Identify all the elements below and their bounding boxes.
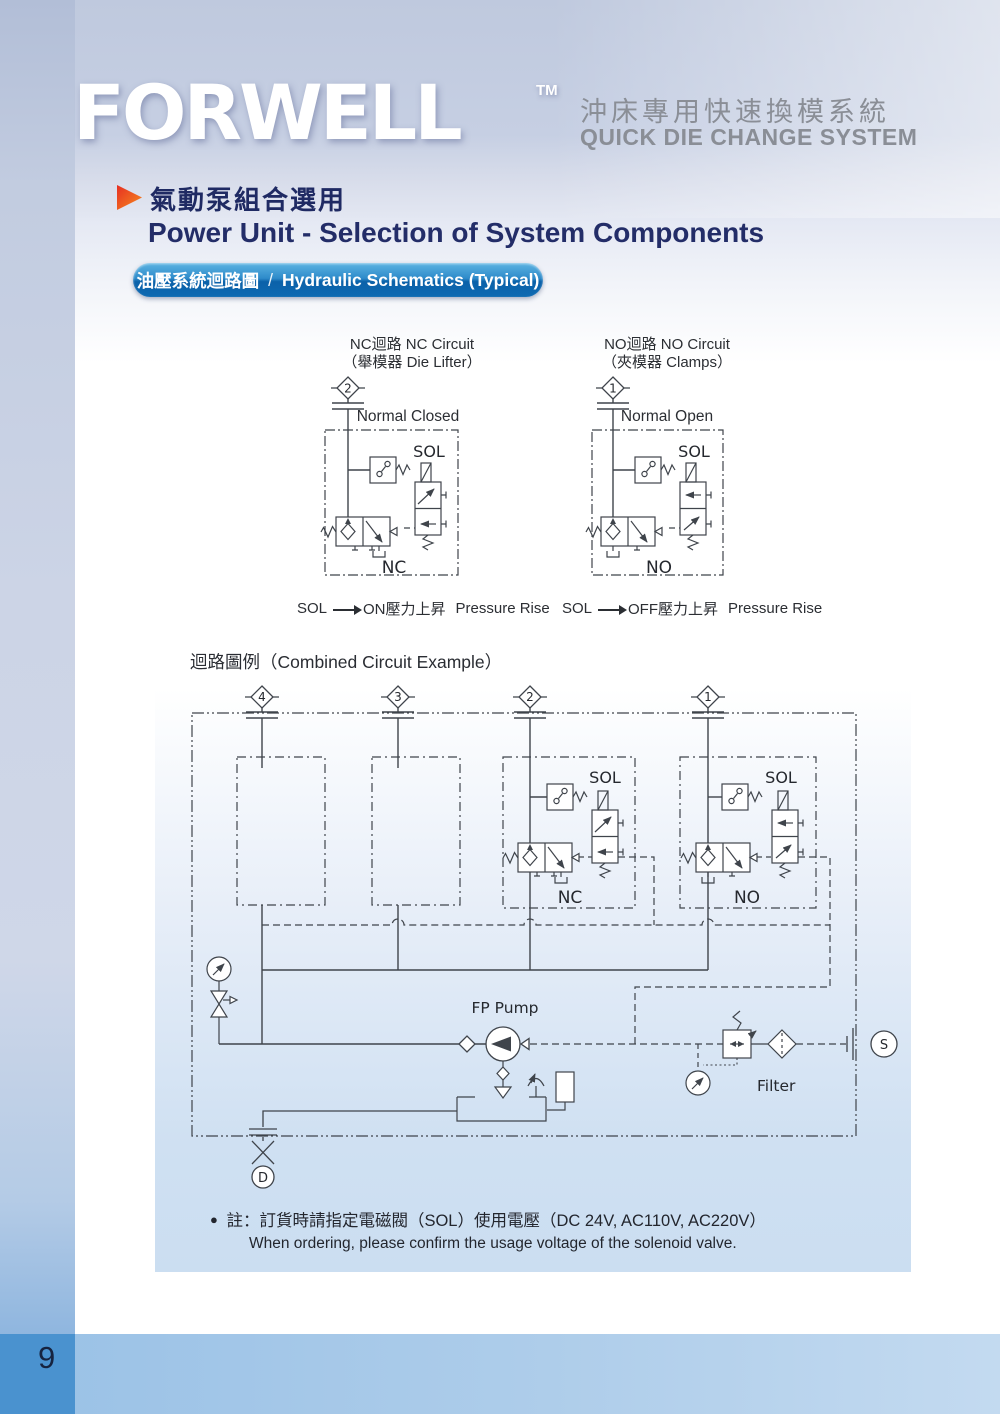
order-note-en: When ordering, please confirm the usage … bbox=[249, 1235, 737, 1252]
trademark-mark: TM bbox=[536, 82, 558, 99]
combined-circuit-diagram: 4 3 2 1 SOL SOL NC NO FP Pump Filter S D bbox=[191, 685, 898, 1189]
red-arrow-icon bbox=[117, 185, 142, 210]
no-caption-sol: SOL bbox=[562, 600, 593, 617]
arrow-right-icon bbox=[333, 604, 363, 615]
pressure-gauge-icon bbox=[207, 957, 231, 981]
nc-boundary-box bbox=[324, 429, 459, 576]
pressure-gauge-icon bbox=[686, 1071, 710, 1095]
nc-state-label: Normal Closed bbox=[356, 408, 460, 425]
no-caption: SOL OFF壓力上昇 Pressure Rise bbox=[562, 598, 822, 619]
left-margin-strip bbox=[0, 0, 75, 1334]
filter-label: Filter bbox=[757, 1077, 796, 1095]
footer-page-square bbox=[0, 1334, 75, 1414]
no-sol-label: SOL bbox=[678, 442, 710, 461]
nc-caption: SOL ON壓力上昇 Pressure Rise bbox=[297, 598, 550, 619]
port-number-2: 2 bbox=[526, 690, 534, 704]
combined-circuit-title: 迴路圖例（Combined Circuit Example） bbox=[190, 652, 503, 672]
combined-diagram-background bbox=[155, 688, 911, 1272]
no-module-label: NO bbox=[734, 888, 760, 908]
regulator-icon bbox=[722, 1010, 757, 1059]
no-port-number: 1 bbox=[609, 382, 617, 396]
pilot-valve-no-icon bbox=[586, 517, 662, 557]
nc-sol-label: SOL bbox=[589, 768, 621, 787]
nc-caption-sol: SOL bbox=[297, 600, 328, 617]
port-number-1: 1 bbox=[704, 690, 712, 704]
nc-module-box bbox=[502, 756, 636, 909]
no-sol-label: SOL bbox=[765, 768, 797, 787]
section-title-zh: 氣動泵組合選用 bbox=[150, 185, 347, 215]
no-module-box bbox=[679, 756, 817, 909]
no-caption-zh: OFF壓力上昇 bbox=[628, 601, 719, 618]
pilot-valve-nc-icon bbox=[321, 517, 397, 557]
option-box-4 bbox=[236, 756, 326, 906]
no-circuit-diagram bbox=[586, 376, 724, 576]
fp-pump-icon bbox=[458, 1026, 530, 1062]
no-circuit-title: NO迴路 NO Circuit bbox=[604, 336, 730, 353]
relief-valve-icon bbox=[209, 981, 239, 1044]
no-caption-en: Pressure Rise bbox=[728, 600, 823, 617]
nc-caption-en: Pressure Rise bbox=[455, 600, 550, 617]
drain-port-label: D bbox=[258, 1171, 268, 1186]
badge-en: Hydraulic Schematics (Typical) bbox=[281, 269, 540, 290]
nc-circuit-subtitle: （舉模器 Die Lifter） bbox=[342, 354, 482, 371]
tagline-english: QUICK DIE CHANGE SYSTEM bbox=[580, 124, 918, 150]
pressure-switch-icon bbox=[369, 456, 411, 484]
option-box-3 bbox=[371, 756, 461, 906]
suction-port-label: S bbox=[880, 1038, 888, 1053]
power-unit-boundary bbox=[191, 712, 857, 1137]
nc-no-schematics: 2 SOL NC 1 SOL NO bbox=[270, 376, 724, 578]
order-note-zh: ● 註：訂貨時請指定電磁閥（SOL）使用電壓（DC 24V, AC110V, A… bbox=[210, 1212, 766, 1230]
nc-sol-label: SOL bbox=[413, 442, 445, 461]
suction-port-icon bbox=[846, 1028, 898, 1060]
nc-caption-zh: ON壓力上昇 bbox=[363, 601, 446, 618]
solenoid-valve-nc-icon bbox=[415, 463, 446, 550]
badge-separator: / bbox=[268, 269, 273, 290]
drain-port-icon bbox=[249, 1110, 457, 1189]
no-boundary-box bbox=[591, 429, 724, 576]
pressure-switch-icon bbox=[634, 456, 676, 484]
port-number-3: 3 bbox=[394, 690, 402, 704]
nc-circuit-title: NC迴路 NC Circuit bbox=[349, 336, 475, 353]
tagline-chinese: 沖床專用快速換模系統 bbox=[580, 97, 890, 127]
solenoid-valve-no-icon bbox=[680, 463, 711, 550]
section-title-en: Power Unit - Selection of System Compone… bbox=[148, 217, 765, 248]
no-module bbox=[681, 783, 803, 883]
pilot-bus-line bbox=[262, 918, 830, 926]
reservoir-tank-icon bbox=[456, 1061, 575, 1122]
no-state-label: Normal Open bbox=[620, 408, 714, 425]
footer-bar bbox=[0, 1334, 1000, 1414]
nc-module bbox=[503, 783, 623, 883]
forwell-logo: FORWELL bbox=[73, 68, 463, 157]
badge-zh: 油壓系統迴路圖 bbox=[136, 270, 260, 291]
header-band bbox=[0, 0, 1000, 218]
no-valve-label: NO bbox=[646, 558, 672, 578]
nc-valve-label: NC bbox=[382, 558, 407, 578]
pump-label: FP Pump bbox=[471, 999, 538, 1017]
no-circuit-subtitle: （夾模器 Clamps） bbox=[601, 354, 733, 371]
bullet-icon: ● bbox=[210, 1212, 218, 1227]
arrow-right-icon bbox=[598, 604, 628, 615]
filter-icon bbox=[767, 1029, 797, 1059]
schematics-badge: 油壓系統迴路圖 / Hydraulic Schematics (Typical) bbox=[133, 263, 543, 297]
port-number-4: 4 bbox=[258, 690, 266, 704]
nc-circuit-diagram bbox=[321, 376, 459, 576]
nc-port-number: 2 bbox=[344, 382, 352, 396]
page-number: 9 bbox=[38, 1340, 56, 1375]
nc-module-label: NC bbox=[558, 888, 583, 908]
